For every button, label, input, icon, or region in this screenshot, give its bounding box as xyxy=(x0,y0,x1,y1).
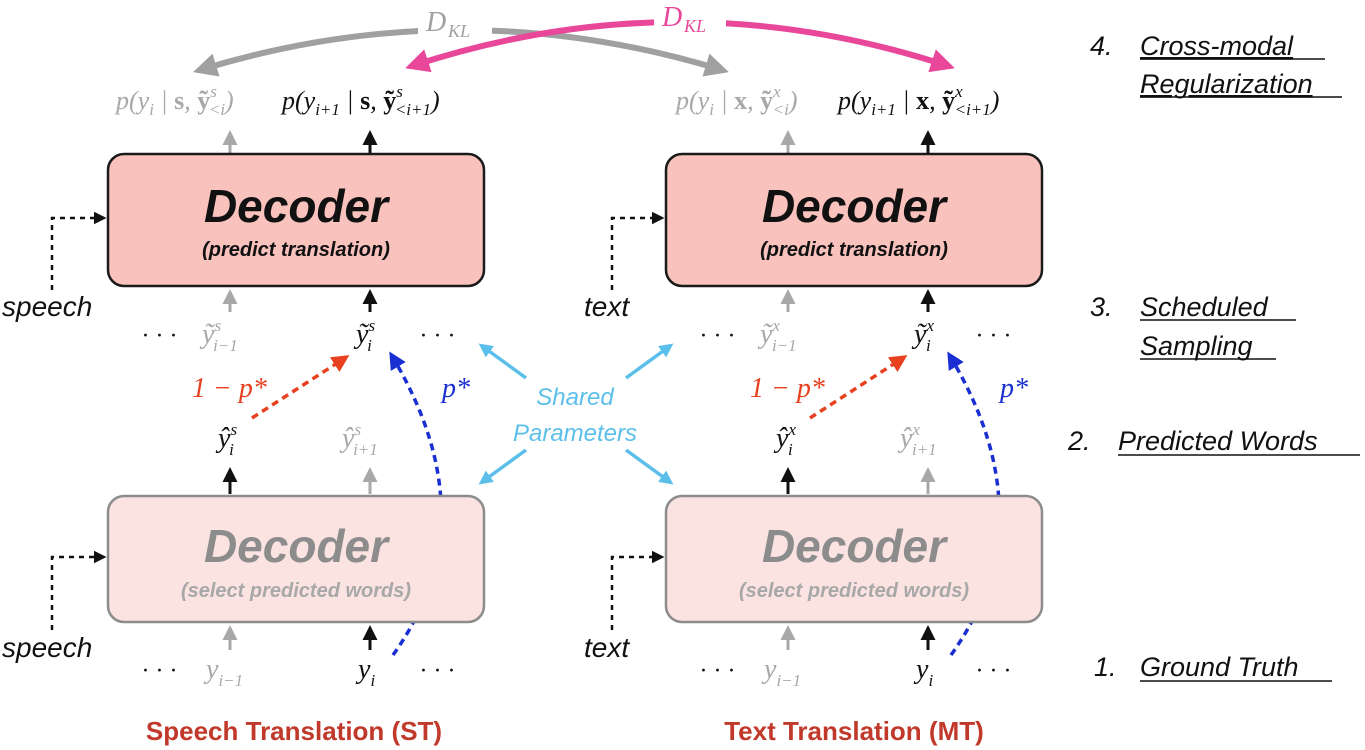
st-sampled-ellipsis-right: · · · xyxy=(420,324,455,349)
st-speech-label-bottom: speech xyxy=(2,632,92,663)
mt-red-dashed-arrow xyxy=(809,355,908,420)
st-decoder-predict-title: Decoder xyxy=(204,180,390,232)
svg-text:ỹsi: ỹsi xyxy=(353,316,375,355)
stage-3-number: 3. xyxy=(1090,292,1113,322)
svg-text:yi−1: yi−1 xyxy=(203,654,243,690)
svg-text:ỹxi−1: ỹxi−1 xyxy=(757,316,797,355)
mt-output-prob-prev: p(yi | x, ỹx<i) xyxy=(674,82,798,119)
shared-arrow-st-top xyxy=(478,343,528,380)
shared-arrow-mt-bottom xyxy=(624,448,674,485)
mt-gt-ellipsis-left: · · · xyxy=(700,659,735,684)
shared-label-line1: Shared xyxy=(536,384,614,411)
mt-decoder-select-title: Decoder xyxy=(762,520,948,572)
svg-text:p(yi | x, ỹx<i): p(yi | x, ỹx<i) xyxy=(674,82,798,119)
mt-decoder-select-subtitle: (select predicted words) xyxy=(739,580,969,602)
mt-ground-truth: yi xyxy=(913,654,933,690)
mt-decoder-select: Decoder (select predicted words) xyxy=(664,494,1044,624)
svg-text:yi: yi xyxy=(913,654,933,690)
st-red-dashed-arrow xyxy=(251,355,350,420)
stage-2-label: 2. Predicted Words xyxy=(1067,426,1360,456)
svg-text:p(yi+1 | x, ỹx<i+1): p(yi+1 | x, ỹx<i+1) xyxy=(836,82,999,119)
st-gt-ellipsis-right: · · · xyxy=(420,659,455,684)
st-decoder-select-title: Decoder xyxy=(204,520,390,572)
mt-text-input-arrow-bottom xyxy=(610,550,665,630)
st-decoder-predict: Decoder (predict translation) xyxy=(106,152,486,288)
svg-text:ŷsi+1: ŷsi+1 xyxy=(339,420,378,459)
mt-decoder-predict-title: Decoder xyxy=(762,180,948,232)
stage-2-number: 2. xyxy=(1067,426,1091,456)
stage-3-label: 3. Scheduled Sampling xyxy=(1090,292,1296,361)
stage-3-line2: Sampling xyxy=(1140,331,1253,361)
stage-4-line1: Cross-modal xyxy=(1140,31,1294,61)
kl-pink-sub: KL xyxy=(683,16,706,36)
shared-arrow-st-bottom xyxy=(478,448,528,485)
mt-one-minus-p-label: 1 − p* xyxy=(750,373,825,404)
st-decoder-select-subtitle: (select predicted words) xyxy=(181,580,411,602)
st-p-star-label: p* xyxy=(440,373,470,404)
mt-text-label-bottom: text xyxy=(584,632,630,663)
kl-gray-sub: KL xyxy=(447,21,470,41)
st-speech-label-top: speech xyxy=(2,291,92,322)
kl-divergence-pink: D KL xyxy=(405,0,955,73)
mt-output-prob-next: p(yi+1 | x, ỹx<i+1) xyxy=(836,82,999,119)
mt-gt-ellipsis-right: · · · xyxy=(976,659,1011,684)
svg-text:ŷsi: ŷsi xyxy=(215,420,237,459)
shared-arrow-mt-top xyxy=(624,343,674,380)
shared-label-line2: Parameters xyxy=(513,420,637,447)
kl-pink-label: D xyxy=(661,2,682,33)
svg-text:ỹxi: ỹxi xyxy=(911,316,934,355)
stage-1-number: 1. xyxy=(1094,652,1117,682)
st-one-minus-p-label: 1 − p* xyxy=(192,373,267,404)
st-output-prob-prev: p(yi | s, ỹs<i) xyxy=(114,82,234,119)
st-speech-input-arrow-bottom xyxy=(50,550,107,630)
st-ground-truth: yi xyxy=(355,654,375,690)
stage-4-line2: Regularization xyxy=(1140,69,1313,99)
bottom-label-mt: Text Translation (MT) xyxy=(724,716,984,746)
stage-4-number: 4. xyxy=(1090,31,1113,61)
mt-ground-truth-prev: yi−1 xyxy=(761,654,801,690)
svg-text:p(yi | s, ỹs<i): p(yi | s, ỹs<i) xyxy=(114,82,234,119)
svg-text:yi−1: yi−1 xyxy=(761,654,801,690)
kl-divergence-gray: D KL xyxy=(193,4,729,77)
mt-p-star-label: p* xyxy=(998,373,1028,404)
kl-gray-label: D xyxy=(425,7,446,38)
mt-decoder-predict: Decoder (predict translation) xyxy=(664,152,1044,288)
svg-text:ŷxi: ŷxi xyxy=(773,420,796,459)
svg-text:p(yi+1 | s, ỹs<i+1): p(yi+1 | s, ỹs<i+1) xyxy=(280,82,440,119)
st-decoder-predict-subtitle: (predict translation) xyxy=(202,239,390,261)
stage-3-line1: Scheduled xyxy=(1140,292,1269,322)
stage-1-line1: Ground Truth xyxy=(1140,652,1299,682)
st-output-prob-next: p(yi+1 | s, ỹs<i+1) xyxy=(280,82,440,119)
st-speech-input-arrow-top xyxy=(50,211,107,290)
mt-decoder-predict-subtitle: (predict translation) xyxy=(760,239,948,261)
mt-text-input-arrow-top xyxy=(610,211,665,290)
stage-1-label: 1. Ground Truth xyxy=(1094,652,1332,682)
mt-text-label-top: text xyxy=(584,291,630,322)
mt-sampled-ellipsis-left: · · · xyxy=(700,324,735,349)
svg-text:ŷxi+1: ŷxi+1 xyxy=(897,420,937,459)
st-gt-ellipsis-left: · · · xyxy=(142,659,177,684)
svg-text:yi: yi xyxy=(355,654,375,690)
bottom-label-st: Speech Translation (ST) xyxy=(146,716,442,746)
st-sampled-ellipsis-left: · · · xyxy=(142,324,177,349)
stage-2-line1: Predicted Words xyxy=(1118,426,1318,456)
svg-text:ỹsi−1: ỹsi−1 xyxy=(199,316,238,355)
st-ground-truth-prev: yi−1 xyxy=(203,654,243,690)
shared-parameters: Shared Parameters xyxy=(478,343,674,485)
stage-4-label: 4. Cross-modal Regularization xyxy=(1090,31,1342,99)
mt-sampled-ellipsis-right: · · · xyxy=(976,324,1011,349)
st-decoder-select: Decoder (select predicted words) xyxy=(106,494,486,624)
